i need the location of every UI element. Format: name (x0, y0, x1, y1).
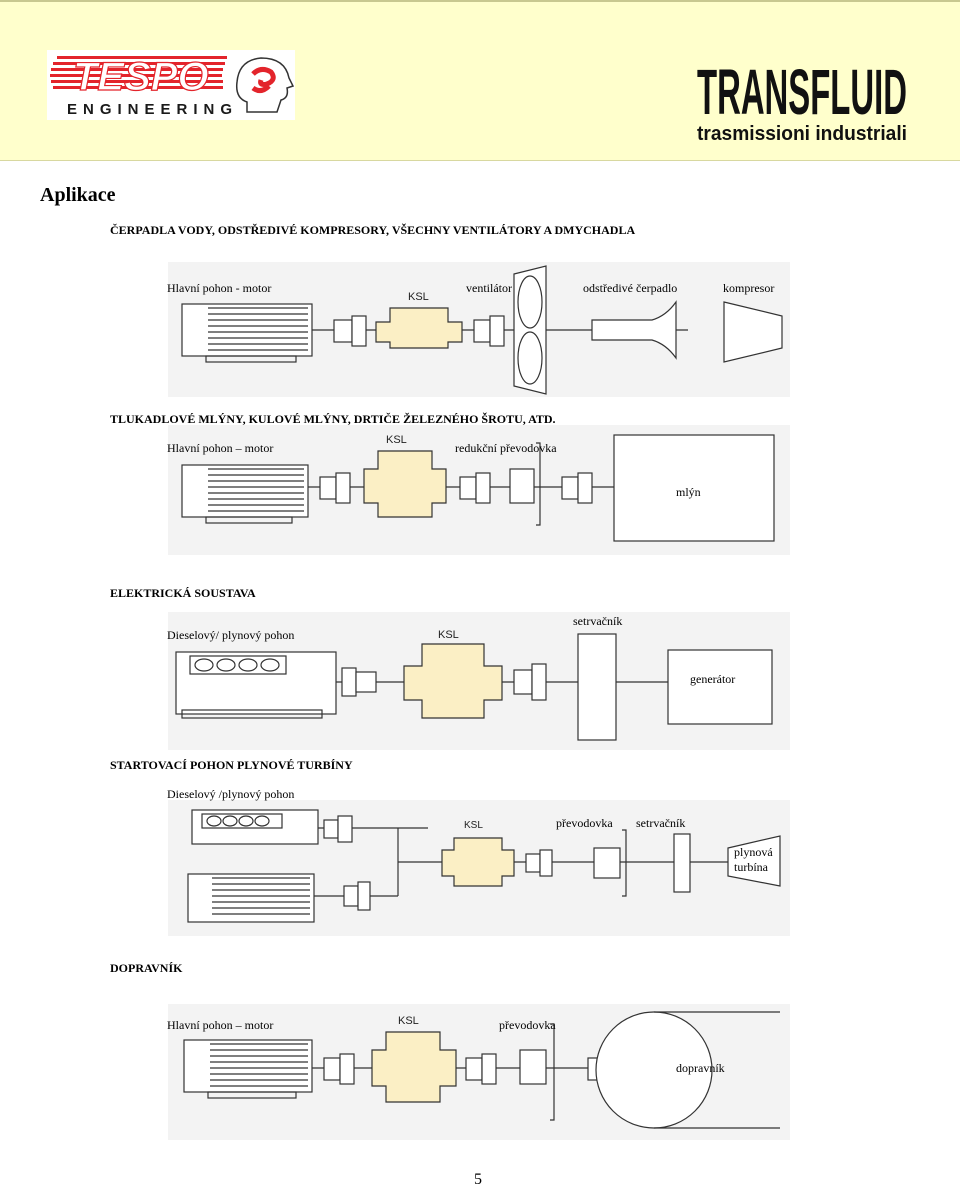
coupling (513, 669, 533, 695)
ksl-label: KSL (438, 629, 459, 641)
label-mill: mlýn (676, 485, 701, 499)
mill (613, 434, 775, 542)
label-reduction-gearbox: redukční převodovka (455, 441, 557, 455)
coupling (561, 476, 579, 500)
tespo-engineering-logo: TESPO ENGINEERING (47, 50, 295, 120)
electric-motor (181, 303, 313, 357)
electric-motor (183, 1039, 313, 1093)
generator (667, 649, 773, 725)
ksl-label: KSL (386, 434, 407, 446)
ksl-label: KSL (398, 1015, 419, 1027)
label-diesel-gas-drive: Dieselový /plynový pohon (167, 787, 295, 801)
label-diesel-gas-drive: Dieselový/ plynový pohon (167, 628, 295, 642)
ksl-coupling (441, 837, 515, 887)
coupling (319, 476, 337, 500)
coupling (323, 819, 339, 839)
label-flywheel: setrvačník (573, 614, 623, 628)
ksl-coupling (371, 1031, 457, 1103)
centrifugal-pump (591, 300, 677, 360)
label-main-drive-motor: Hlavní pohon - motor (167, 281, 272, 295)
label-generator: generátor (690, 672, 736, 686)
section-heading-turbine-start: STARTOVACÍ POHON PLYNOVÉ TURBÍNY (110, 758, 353, 772)
ksl-label: KSL (408, 291, 429, 303)
label-gearbox: převodovka (499, 1018, 556, 1032)
tespo-word: TESPO (73, 55, 209, 99)
section-heading-pumps: ČERPADLA VODY, ODSTŘEDIVÉ KOMPRESORY, VŠ… (110, 223, 636, 237)
transfluid-word: TRANSFLUID (697, 56, 907, 128)
diagram-mills: KSL (168, 425, 790, 555)
coupling (525, 853, 541, 873)
label-main-drive-motor: Hlavní pohon – motor (167, 1018, 274, 1032)
label-fan: ventilátor (466, 281, 512, 295)
coupling (323, 1057, 341, 1081)
flywheel (673, 833, 691, 893)
diagram-turbine-start: KSL (168, 800, 790, 936)
label-centrifugal-pump: odstředivé čerpadlo (583, 281, 678, 295)
transfluid-logo: TRANSFLUID trasmissioni industriali (697, 56, 907, 145)
gearbox (519, 1049, 547, 1085)
coupling (465, 1057, 483, 1081)
ksl-coupling (375, 307, 463, 349)
head-profile-icon (235, 57, 295, 113)
coupling (343, 885, 359, 907)
page-number: 5 (474, 1171, 482, 1188)
electric-motor (187, 873, 315, 923)
ksl-coupling (403, 643, 503, 719)
diagram-pumps: KSL (168, 262, 790, 397)
reduction-gearbox (509, 468, 535, 504)
label-turbine: turbína (734, 860, 768, 874)
tespo-sub: ENGINEERING (67, 101, 238, 118)
label-gas: plynová (734, 845, 773, 859)
transfluid-sub: trasmissioni industriali (697, 123, 907, 145)
compressor (723, 301, 783, 363)
header-top-line (0, 0, 960, 2)
gearbox (593, 847, 621, 879)
coupling (459, 476, 477, 500)
electric-motor (181, 464, 309, 518)
label-gearbox: převodovka (556, 816, 613, 830)
fan-housing (513, 265, 547, 395)
page-title: Aplikace (40, 184, 116, 206)
ksl-label: KSL (464, 820, 483, 831)
label-conveyor: dopravník (676, 1061, 725, 1075)
section-heading-mills: TLUKADLOVÉ MLÝNY, KULOVÉ MLÝNY, DRTIČE Ž… (110, 412, 556, 426)
flywheel (577, 633, 617, 741)
diagram-conveyor: KSL (168, 1004, 790, 1140)
coupling (341, 667, 357, 697)
section-heading-power-system: ELEKTRICKÁ SOUSTAVA (110, 586, 256, 600)
ksl-coupling (363, 450, 447, 518)
label-flywheel: setrvačník (636, 816, 686, 830)
label-compressor: kompresor (723, 281, 775, 295)
label-main-drive-motor: Hlavní pohon – motor (167, 441, 274, 455)
page-header: TESPO ENGINEERING TRANSFLUID trasmission… (0, 0, 960, 161)
coupling (333, 319, 353, 343)
gas-turbine (727, 835, 781, 887)
section-heading-conveyor: DOPRAVNÍK (110, 961, 183, 975)
coupling (473, 319, 491, 343)
diagram-power-system: KSL (168, 612, 790, 750)
